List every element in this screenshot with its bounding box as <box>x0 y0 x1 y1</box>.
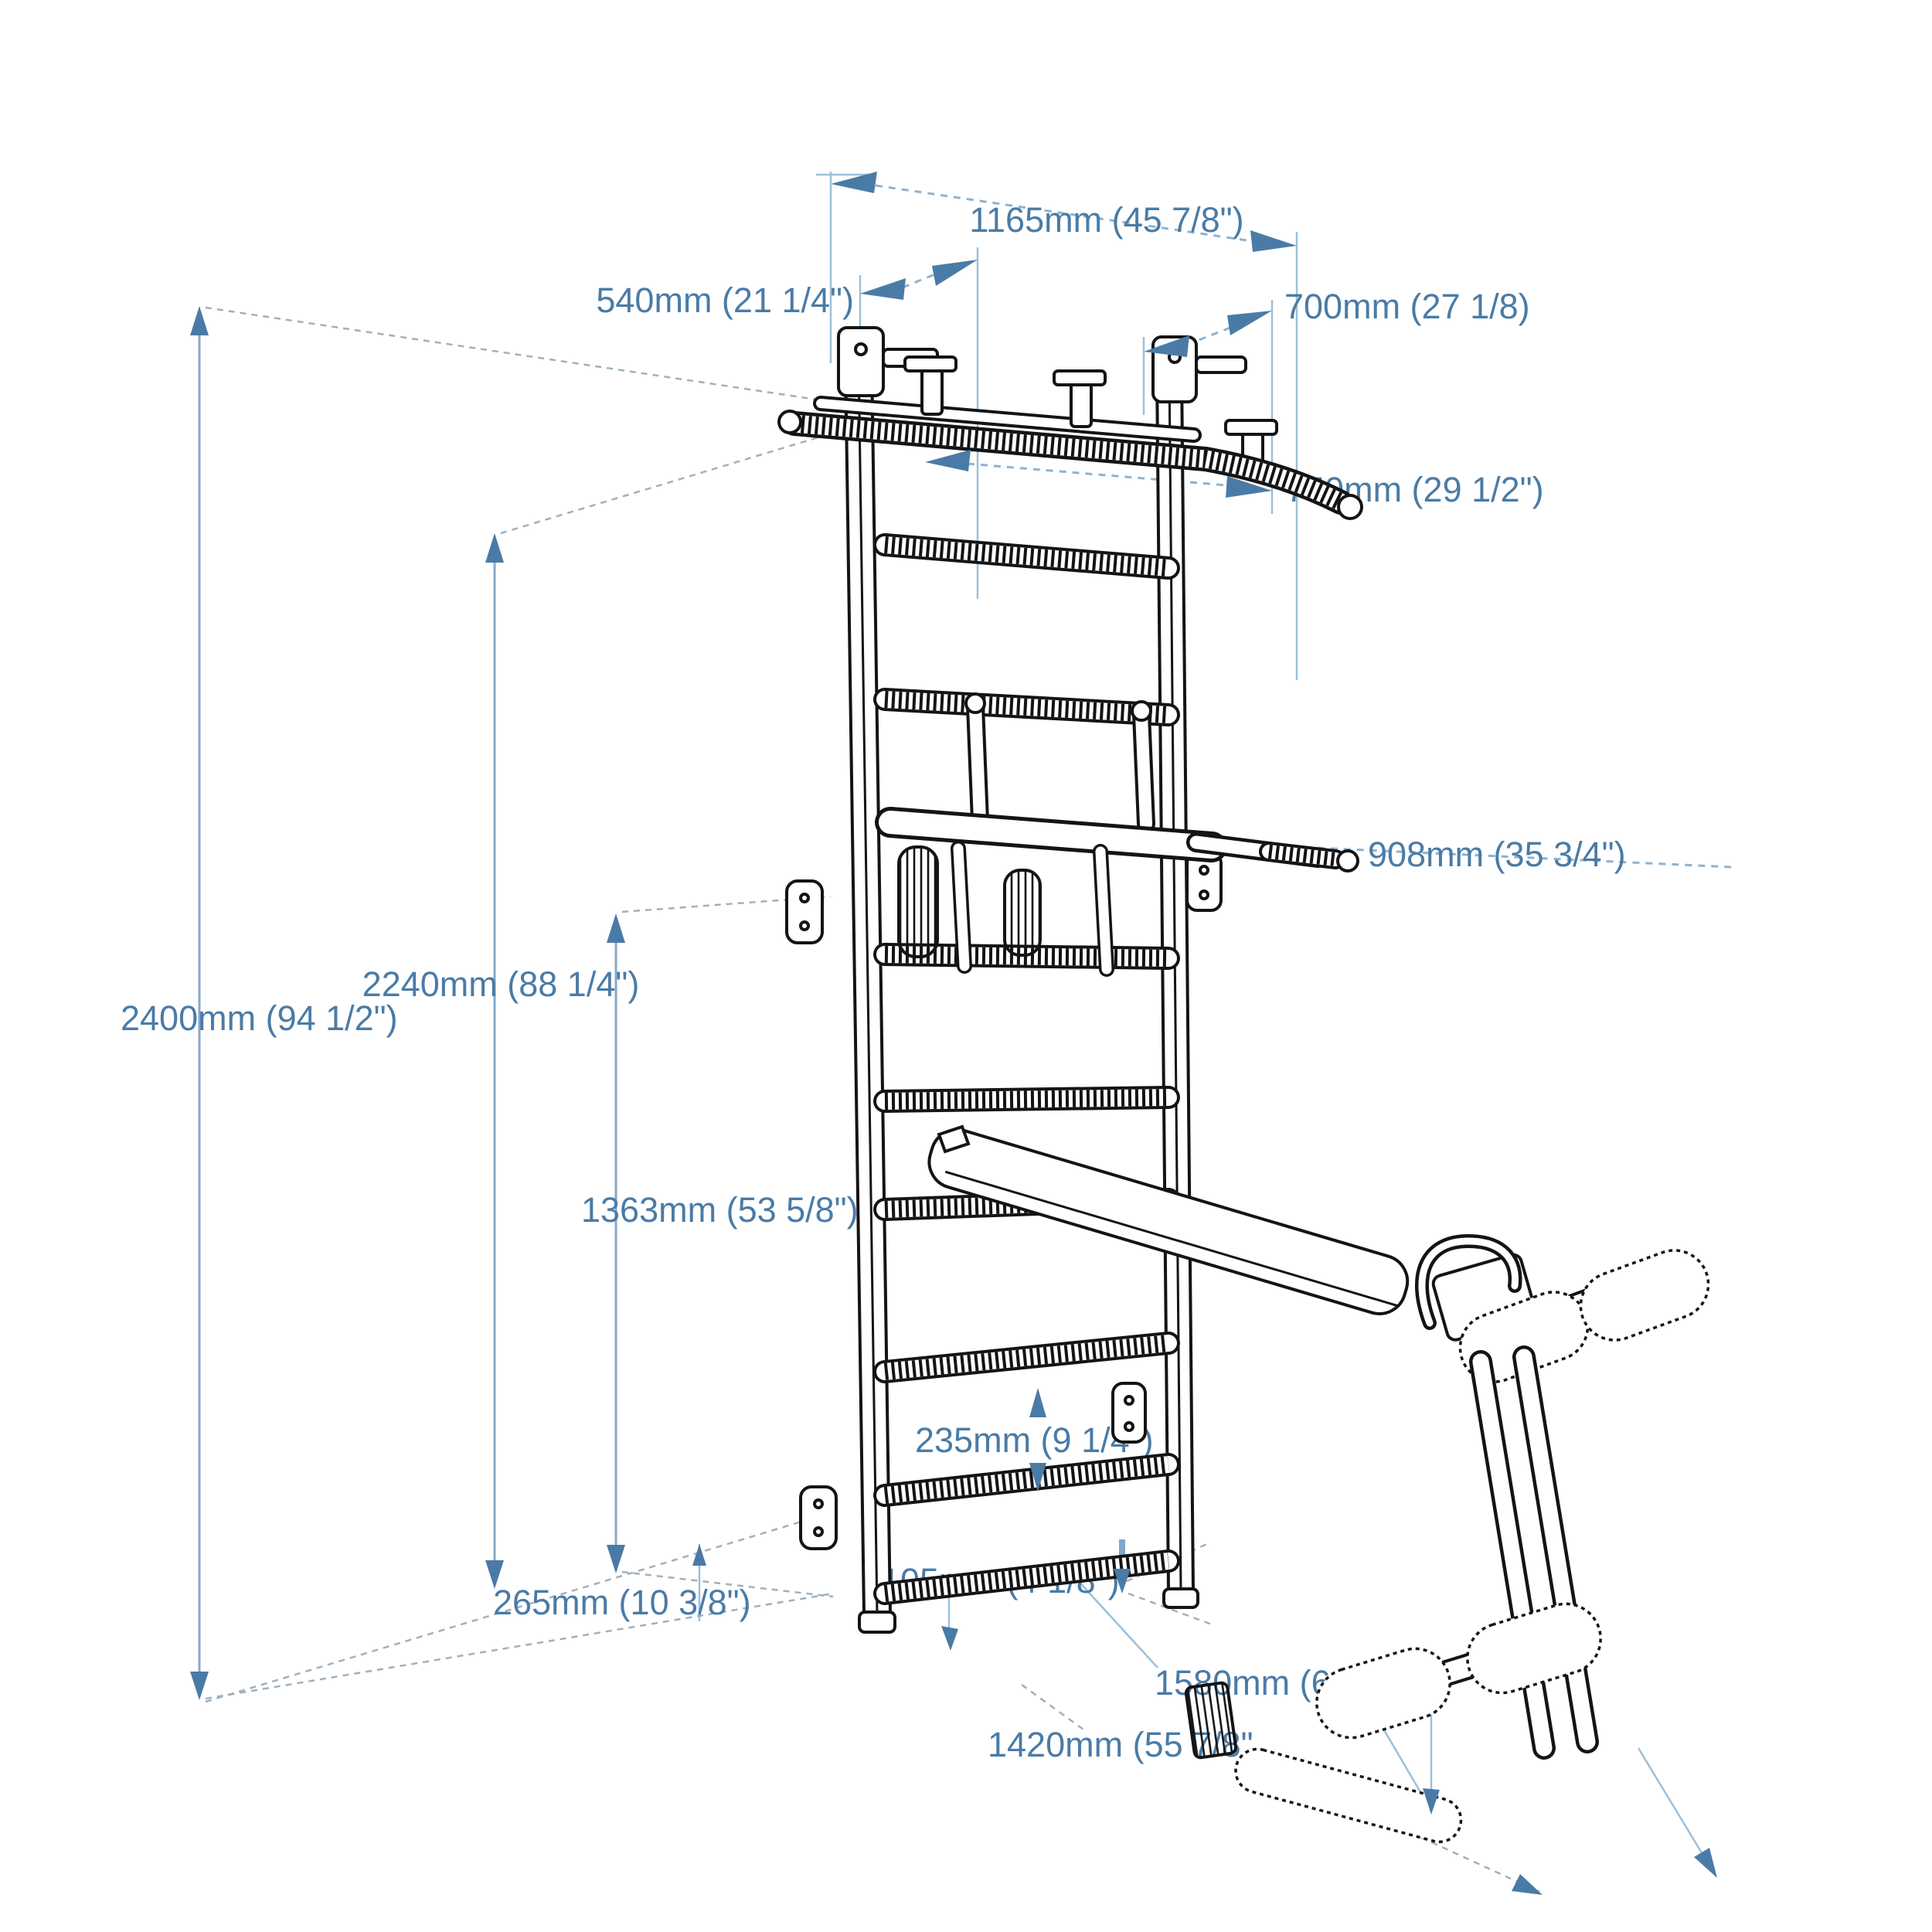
label-540mm: 540mm (21 1/4") <box>596 281 854 320</box>
label-1363mm: 1363mm (53 5/8") <box>581 1190 859 1230</box>
pull-up-bar-assembly <box>777 355 1363 520</box>
left-foot <box>858 1611 896 1634</box>
bar-end-ball <box>1337 494 1363 520</box>
bar-hook <box>903 355 957 416</box>
span-908 <box>1199 841 1732 869</box>
label-2400mm: 2400mm (94 1/2") <box>121 998 398 1038</box>
right-foot <box>1162 1587 1199 1609</box>
grip-end-ball <box>1336 849 1359 872</box>
workout-bench <box>927 1124 1710 1844</box>
dip-station <box>875 692 1359 977</box>
bar-end-ball <box>777 410 802 434</box>
rung <box>873 1453 1180 1507</box>
dimension-arrows <box>190 172 1717 1895</box>
foot-bracket <box>1184 1681 1238 1760</box>
dip-back-pad <box>1003 869 1042 957</box>
anchor-bracket <box>1111 1382 1147 1444</box>
label-700mm: 700mm (27 1/8) <box>1284 287 1530 326</box>
bench-hook <box>937 1124 971 1154</box>
bar-hook <box>1053 369 1107 428</box>
leg-roller <box>1579 1249 1710 1342</box>
bench-board <box>927 1128 1410 1315</box>
leg-roller <box>1466 1602 1602 1695</box>
label-1165mm: 1165mm (45 7/8") <box>969 200 1243 240</box>
span-540 <box>902 272 937 289</box>
wall-bars-drawing <box>777 326 1710 1844</box>
rung <box>873 533 1180 580</box>
dip-back-pad <box>897 845 939 958</box>
rung <box>873 1549 1180 1605</box>
ladder-uprights <box>843 360 1199 1634</box>
rung <box>873 688 1180 726</box>
anchor-bracket <box>837 326 939 397</box>
label-2240mm: 2240mm (88 1/4") <box>362 964 640 1004</box>
bench-foot-bar <box>1234 1747 1463 1844</box>
wall-anchors <box>785 326 1247 1550</box>
label-265mm: 265mm (10 3/8") <box>493 1583 751 1622</box>
label-1580mm: 1580mm (6 <box>1155 1663 1331 1702</box>
rung <box>873 1086 1180 1113</box>
rung <box>873 1332 1180 1383</box>
anchor-bracket <box>785 879 824 944</box>
anchor-bracket <box>799 1485 838 1550</box>
span-1165 <box>875 184 1253 243</box>
leg-roller <box>1315 1647 1451 1740</box>
label-908mm: 908mm (35 3/4") <box>1368 835 1626 874</box>
